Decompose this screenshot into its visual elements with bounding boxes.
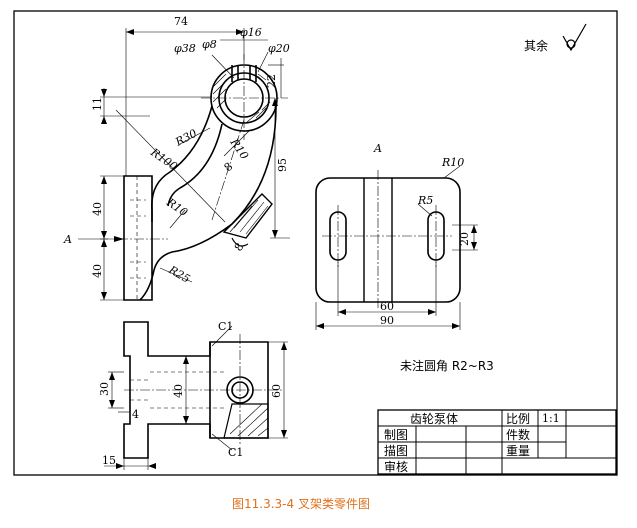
- view-a-dimension-lines: [315, 165, 478, 330]
- dim-view-a-r10: R10: [441, 156, 464, 169]
- dim-top-c1-upper: C1: [218, 320, 233, 333]
- top-view: C1 C1 30 40 60 4 15: [98, 320, 288, 470]
- view-a-center-lines: [322, 170, 452, 310]
- front-center-lines: [118, 54, 288, 240]
- title-checked-label: 审核: [384, 459, 408, 474]
- dim-view-a-r5: R5: [417, 194, 433, 207]
- dim-8-lower: 8: [232, 241, 247, 254]
- drawing-frame: [13, 10, 618, 476]
- dim-r25: R25: [166, 263, 193, 286]
- dim-phi8: φ8: [202, 38, 217, 51]
- dim-8-upper: 8: [222, 160, 236, 174]
- rib-hatch: [229, 199, 269, 235]
- top-view-hatch: [223, 403, 269, 439]
- rib-depth: [231, 237, 249, 247]
- title-drawn-label: 制图: [384, 428, 408, 442]
- dim-phi38: φ38: [174, 42, 196, 55]
- fillet-note: 未注圆角 R2~R3: [400, 358, 494, 373]
- roughness-symbol-icon: [562, 23, 587, 52]
- top-view-center-lines: [124, 334, 282, 446]
- top-view-arrowheads: [109, 342, 287, 469]
- dim-top-30: 30: [98, 382, 111, 396]
- dim-top-4: 4: [132, 408, 139, 421]
- view-a-outline: [315, 177, 461, 303]
- dim-top-15: 15: [102, 454, 116, 467]
- top-view-hidden: [130, 371, 226, 409]
- dim-40-upper: 40: [91, 202, 104, 216]
- dim-view-a-20: 20: [458, 232, 471, 246]
- title-weight-label: 重量: [506, 444, 530, 458]
- dim-r10-upper: R10: [227, 135, 251, 162]
- dim-phi20: φ20: [268, 42, 290, 55]
- dim-top-c1-lower: C1: [228, 446, 243, 459]
- top-boss: [210, 64, 278, 132]
- dim-22: 22: [265, 74, 278, 88]
- front-arrowheads: [101, 29, 278, 300]
- dim-phi16: φ16: [240, 26, 262, 39]
- dim-view-a-60: 60: [380, 300, 394, 313]
- figure-caption: 图11.3.3-4 叉架类零件图: [232, 497, 370, 511]
- title-part-name: 齿轮泵体: [410, 412, 458, 426]
- view-a-title: A: [373, 142, 382, 155]
- title-block: [377, 409, 617, 475]
- top-view-dimension-lines: [104, 325, 288, 470]
- dim-r100: R100: [147, 145, 179, 173]
- roughness-note-text: 其余: [524, 38, 548, 53]
- dim-top-60: 60: [270, 384, 283, 398]
- title-scale-label: 比例: [506, 412, 530, 426]
- dim-95: 95: [276, 158, 289, 172]
- rib-section: [222, 193, 273, 239]
- dim-top-40: 40: [172, 384, 185, 398]
- dim-40-lower: 40: [91, 264, 104, 278]
- front-view: 74 φ16 φ38 φ8 φ20 22 11 R30 R100 R10 R10…: [63, 15, 290, 301]
- title-traced-label: 描图: [384, 444, 408, 458]
- view-arrow-label: A: [63, 233, 72, 246]
- dim-11: 11: [91, 97, 104, 111]
- arm-web: [151, 105, 277, 271]
- boss-hatch: [212, 73, 271, 123]
- base-plate: [123, 175, 155, 301]
- dim-r10-lower: R10: [163, 195, 190, 219]
- view-a-arrowheads: [316, 225, 477, 329]
- roughness-note: 其余: [524, 23, 587, 53]
- dim-view-a-90: 90: [380, 314, 394, 327]
- dim-74: 74: [174, 15, 188, 28]
- title-quantity-label: 件数: [506, 427, 530, 442]
- title-scale-value: 1:1: [542, 412, 560, 425]
- title-block-text: 齿轮泵体 比例 1:1 制图 件数 描图 重量 审核: [384, 412, 560, 474]
- view-a: A: [315, 142, 478, 330]
